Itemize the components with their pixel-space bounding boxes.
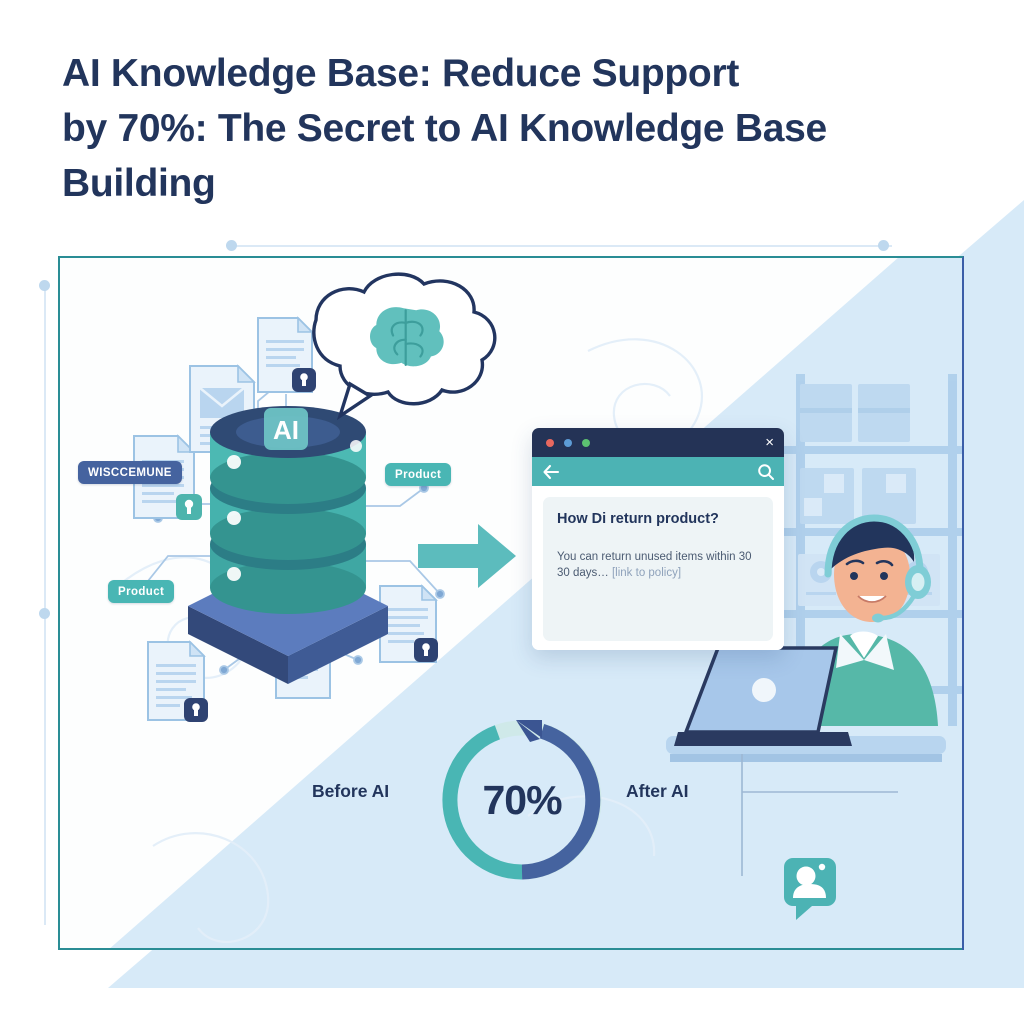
arrow-left-icon[interactable] (542, 463, 562, 481)
svg-text:AI: AI (273, 415, 299, 445)
browser-window[interactable]: × How Di return product? You can return … (532, 428, 784, 650)
document-icon (147, 640, 208, 722)
window-dot-close[interactable] (546, 439, 554, 447)
tag-label: WISCCEMUNE (88, 466, 172, 479)
title-line-3: Building (62, 162, 216, 205)
decor-dot-left-top (39, 280, 50, 291)
brain-icon (370, 307, 444, 367)
lock-badge-icon (184, 698, 208, 722)
support-agent-illustration (666, 514, 946, 920)
tag-knowledge-source[interactable]: WISCCEMUNE (78, 461, 182, 484)
decor-line-left (44, 285, 46, 925)
window-dot-minimize[interactable] (564, 439, 572, 447)
laptop-icon (674, 646, 852, 746)
lock-badge-icon (176, 494, 202, 520)
decor-dot-top-left (226, 240, 237, 251)
lock-badge-icon (414, 638, 438, 662)
window-dot-maximize[interactable] (582, 439, 590, 447)
donut-chart: 70% (434, 712, 610, 888)
answer-body: You can return unused items within 30 30… (557, 551, 752, 579)
decor-swirls (117, 338, 703, 944)
support-agent-chat-badge (784, 858, 836, 920)
arrow-right-icon (418, 524, 516, 588)
title-line-1: AI Knowledge Base: Reduce Support (62, 52, 740, 95)
before-ai-label: Before AI (312, 781, 390, 801)
after-ai-label: After AI (626, 781, 689, 801)
thought-bubble-brain (312, 272, 497, 421)
ai-badge: AI (264, 408, 308, 450)
tag-label: Product (395, 468, 442, 481)
donut-svg (442, 720, 602, 880)
browser-titlebar: × (532, 428, 784, 457)
browser-toolbar (532, 457, 784, 486)
answer-card: How Di return product? You can return un… (543, 497, 773, 641)
browser-content: How Di return product? You can return un… (532, 486, 784, 650)
tag-product-right[interactable]: Product (385, 463, 452, 486)
donut-value: 70% (482, 776, 562, 823)
document-icon (379, 584, 438, 663)
decor-dot-left-bottom (39, 608, 50, 619)
answer-text: You can return unused items within 30 30… (557, 549, 759, 581)
page-title: AI Knowledge Base: Reduce Support by 70%… (62, 46, 922, 211)
policy-link[interactable]: [link to policy] (611, 567, 682, 579)
main-illustration-panel: AI (58, 256, 964, 950)
tag-label: Product (118, 585, 165, 598)
title-line-2: by 70%: The Secret to AI Knowledge Base (62, 107, 827, 150)
lock-badge-icon (292, 368, 316, 392)
document-icon (257, 316, 316, 393)
decor-line-top (232, 245, 892, 247)
search-icon[interactable] (757, 463, 775, 481)
decor-dot-top-right (878, 240, 889, 251)
question-text: How Di return product? (557, 511, 719, 527)
tag-product-lower-left[interactable]: Product (108, 580, 175, 603)
close-icon[interactable]: × (765, 434, 774, 451)
